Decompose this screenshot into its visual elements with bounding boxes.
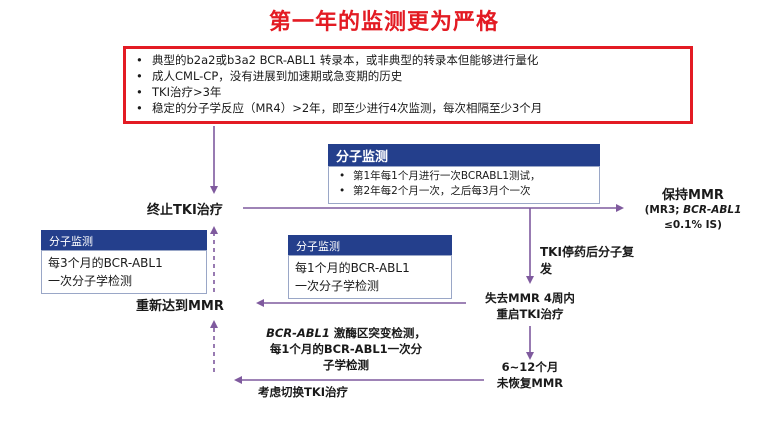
- node-switch-tki: 考虑切换TKI治疗: [258, 385, 349, 399]
- mutation-line-rest: 激酶区突变检测，: [329, 326, 426, 340]
- page-title: 第一年的监测更为严格: [268, 10, 499, 35]
- criteria-item: 典型的b2a2或b3a2 BCR-ABL1 转录本，或非典型的转录本但能够进行量…: [136, 52, 690, 68]
- monitor-mid-line: 一次分子学检测: [295, 279, 380, 293]
- criteria-item: TKI治疗>3年: [136, 84, 690, 100]
- monitor-mid-line: 每1个月的BCR-ABL1: [295, 261, 410, 275]
- monitor-mid-body: 每1个月的BCR-ABL1 一次分子学检测: [288, 255, 452, 299]
- lose-mmr-line: 重启TKI治疗: [496, 307, 564, 321]
- monitor-left-line: 一次分子学检测: [48, 274, 133, 288]
- criteria-item: 成人CML-CP，没有进展到加速期或急变期的历史: [136, 68, 690, 84]
- mutation-line: 子学检测: [323, 358, 369, 372]
- relapse-line: 发: [540, 262, 553, 276]
- monitor-top-body: 第1年每1个月进行一次BCRABL1测试， 第2年每2个月一次，之后每3月个一次: [328, 166, 600, 204]
- monitor-mid-header: 分子监测: [288, 235, 452, 255]
- lose-mmr-line: 失去MMR 4周内: [485, 291, 575, 305]
- node-no-recover: 6~12个月 未恢复MMR: [480, 359, 580, 391]
- monitor-left-body: 每3个月的BCR-ABL1 一次分子学检测: [41, 250, 207, 294]
- node-stop-tki: 终止TKI治疗: [147, 203, 223, 218]
- relapse-line: TKI停药后分子复: [540, 245, 634, 259]
- monitor-top-item: 第2年每2个月一次，之后每3月个一次: [339, 184, 599, 199]
- criteria-item: 稳定的分子学反应（MR4）>2年，即至少进行4次监测，每次相隔至少3个月: [136, 100, 690, 116]
- monitor-top-item: 第1年每1个月进行一次BCRABL1测试，: [339, 169, 599, 184]
- eligibility-criteria-box: 典型的b2a2或b3a2 BCR-ABL1 转录本，或非典型的转录本但能够进行量…: [123, 46, 693, 124]
- monitor-left-line: 每3个月的BCR-ABL1: [48, 256, 163, 270]
- maintain-mmr-detail: (MR3; BCR-ABL1: [618, 203, 768, 218]
- mutation-line: BCR-ABL1 激酶区突变检测，: [246, 325, 446, 341]
- maintain-mmr-label: 保持MMR: [662, 188, 724, 203]
- node-regain-mmr: 重新达到MMR: [136, 299, 224, 314]
- maintain-mmr-detail-part: (MR3;: [644, 204, 684, 216]
- no-recover-line: 6~12个月: [501, 360, 559, 374]
- mutation-italic: BCR-ABL1: [266, 326, 330, 340]
- maintain-mmr-detail-italic: BCR-ABL1: [683, 204, 742, 216]
- mutation-line: 每1个月的BCR-ABL1一次分: [269, 342, 423, 356]
- node-relapse: TKI停药后分子复 发: [540, 244, 634, 278]
- maintain-mmr-detail-2: ≤0.1% IS): [664, 219, 722, 231]
- node-mutation-test: BCR-ABL1 激酶区突变检测， 每1个月的BCR-ABL1一次分 子学检测: [246, 325, 446, 373]
- monitor-top-header: 分子监测: [328, 144, 600, 166]
- monitor-left-header: 分子监测: [41, 230, 207, 250]
- node-lose-mmr: 失去MMR 4周内 重启TKI治疗: [470, 290, 590, 322]
- no-recover-line: 未恢复MMR: [496, 376, 564, 390]
- node-maintain-mmr: 保持MMR (MR3; BCR-ABL1 ≤0.1% IS): [618, 184, 768, 233]
